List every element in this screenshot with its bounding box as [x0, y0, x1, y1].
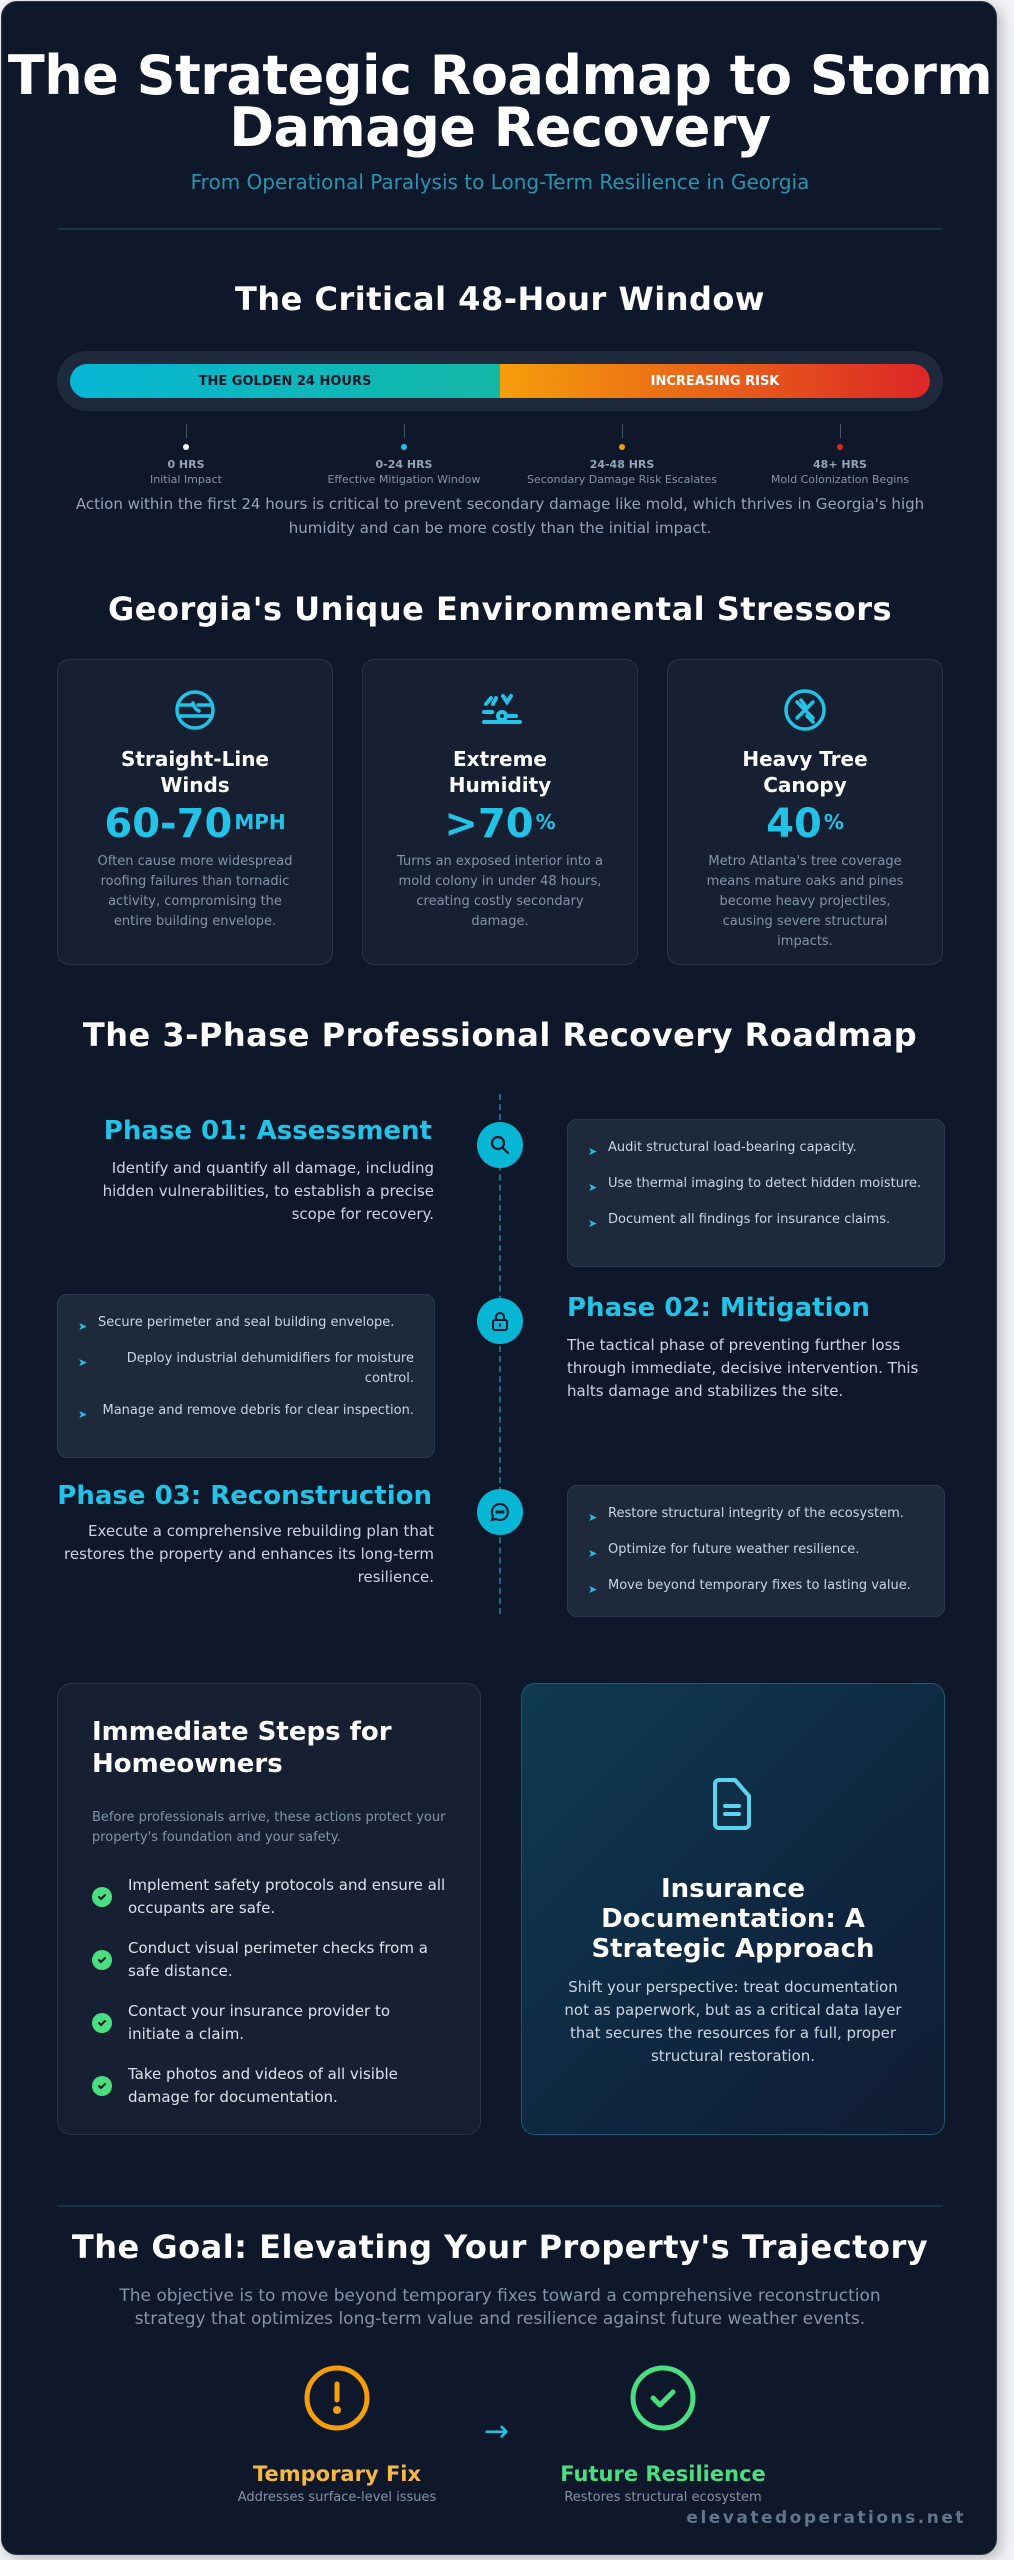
- phase-2-desc: The tactical phase of preventing further…: [567, 1336, 919, 1400]
- task-item: ➤Deploy industrial dehumidifiers for moi…: [78, 1349, 414, 1389]
- phase-3-node: [477, 1489, 523, 1535]
- check-circle-icon: [92, 2076, 112, 2096]
- check-circle-icon: [630, 2365, 696, 2431]
- step-item: Implement safety protocols and ensure al…: [92, 1874, 446, 1920]
- check-circle-icon: [92, 1887, 112, 1907]
- timeline-tick: 48+ HRS Mold Colonization Begins: [735, 424, 945, 486]
- divider: [57, 2205, 943, 2207]
- chevron-right-icon: ➤: [588, 1583, 598, 1596]
- phase-3-title: Phase 03: Reconstruction: [57, 1481, 432, 1511]
- timeline-tick: 24-48 HRS Secondary Damage Risk Escalate…: [517, 424, 727, 486]
- chevron-right-icon: ➤: [78, 1408, 88, 1421]
- phase-1-desc: Identify and quantify all damage, includ…: [102, 1159, 434, 1223]
- phase-2-title: Phase 02: Mitigation: [567, 1293, 870, 1323]
- timeline-tick: 0 HRS Initial Impact: [81, 424, 291, 486]
- phase-2-node: [477, 1298, 523, 1344]
- insurance-desc: Shift your perspective: treat documentat…: [564, 1978, 902, 2065]
- tree-canopy-icon: [783, 688, 827, 732]
- phase-3-desc: Execute a comprehensive rebuilding plan …: [64, 1522, 434, 1586]
- task-item: ➤Manage and remove debris for clear insp…: [78, 1401, 414, 1425]
- chevron-right-icon: ➤: [588, 1547, 598, 1560]
- check-circle-icon: [92, 2013, 112, 2033]
- chevron-right-icon: ➤: [588, 1217, 598, 1230]
- stat-value: 40%: [766, 801, 844, 847]
- stressors-section-title: Georgia's Unique Environmental Stressors: [107, 590, 893, 628]
- timeline-tick: 0-24 HRS Effective Mitigation Window: [299, 424, 509, 486]
- chevron-right-icon: ➤: [588, 1145, 598, 1158]
- wind-globe-icon: [173, 688, 217, 732]
- task-item: ➤Restore structural integrity of the eco…: [588, 1504, 924, 1528]
- insurance-card: Insurance Documentation: A Strategic App…: [521, 1683, 945, 2135]
- task-item: ➤Audit structural load-bearing capacity.: [588, 1138, 924, 1162]
- arrow-right-icon: →: [484, 2414, 510, 2449]
- roadmap-section-title: The 3-Phase Professional Recovery Roadma…: [82, 1016, 918, 1054]
- warning-circle-icon: [304, 2365, 370, 2431]
- task-item: ➤Optimize for future weather resilience.: [588, 1540, 924, 1564]
- stat-value: >70%: [444, 801, 556, 847]
- golden-hours-segment: THE GOLDEN 24 HOURS: [70, 364, 500, 398]
- steps-intro: Before professionals arrive, these actio…: [92, 1810, 446, 1845]
- goal-from: Temporary Fix Addresses surface-level is…: [217, 2364, 457, 2505]
- footer-site-link[interactable]: elevatedoperations.net: [686, 2508, 966, 2528]
- stressor-card-humidity: Extreme Humidity >70% Turns an exposed i…: [362, 659, 638, 965]
- task-item: ➤Secure perimeter and seal building enve…: [78, 1313, 414, 1337]
- tick-dot-icon: [837, 444, 843, 450]
- chevron-right-icon: ➤: [78, 1320, 88, 1333]
- chevron-right-icon: ➤: [588, 1181, 598, 1194]
- step-item: Contact your insurance provider to initi…: [92, 2000, 446, 2046]
- humidity-icon: [478, 688, 522, 732]
- phase-1-tasks: ➤Audit structural load-bearing capacity.…: [567, 1119, 945, 1267]
- timeline-note: Action within the first 24 hours is crit…: [75, 495, 925, 537]
- steps-title: Immediate Steps for Homeowners: [92, 1717, 392, 1779]
- phase-1-title: Phase 01: Assessment: [103, 1116, 432, 1146]
- roadmap-spine: [499, 1094, 501, 1614]
- phase-1-node: [477, 1122, 523, 1168]
- window-section-title: The Critical 48-Hour Window: [235, 280, 765, 318]
- task-item: ➤Document all findings for insurance cla…: [588, 1210, 924, 1234]
- immediate-steps-card: Immediate Steps for Homeowners Before pr…: [57, 1683, 481, 2135]
- goal-to: Future Resilience Restores structural ec…: [543, 2364, 783, 2505]
- phase-2-tasks: ➤Secure perimeter and seal building enve…: [57, 1294, 435, 1458]
- insurance-title: Insurance Documentation: A Strategic App…: [591, 1874, 875, 1964]
- task-item: ➤Move beyond temporary fixes to lasting …: [588, 1576, 924, 1600]
- increasing-risk-segment: INCREASING RISK: [500, 364, 930, 398]
- lock-icon: [492, 1312, 508, 1331]
- chevron-right-icon: ➤: [78, 1356, 88, 1369]
- tick-dot-icon: [183, 444, 189, 450]
- step-item: Conduct visual perimeter checks from a s…: [92, 1937, 446, 1983]
- timeline-bar: THE GOLDEN 24 HOURS INCREASING RISK: [57, 351, 943, 411]
- chat-bubble-icon: [490, 1502, 509, 1522]
- divider: [57, 228, 943, 230]
- check-circle-icon: [92, 1950, 112, 1970]
- goal-section-title: The Goal: Elevating Your Property's Traj…: [71, 2228, 929, 2266]
- phase-3-tasks: ➤Restore structural integrity of the eco…: [567, 1485, 945, 1617]
- step-item: Take photos and videos of all visible da…: [92, 2063, 446, 2109]
- tick-dot-icon: [619, 444, 625, 450]
- tick-dot-icon: [401, 444, 407, 450]
- document-icon: [522, 1776, 944, 1836]
- stressor-card-trees: Heavy Tree Canopy 40% Metro Atlanta's tr…: [667, 659, 943, 965]
- search-icon: [490, 1135, 510, 1155]
- chevron-right-icon: ➤: [588, 1511, 598, 1524]
- page-subtitle: From Operational Paralysis to Long-Term …: [190, 170, 810, 194]
- task-item: ➤Use thermal imaging to detect hidden mo…: [588, 1174, 924, 1198]
- goal-desc: The objective is to move beyond temporar…: [119, 2286, 881, 2329]
